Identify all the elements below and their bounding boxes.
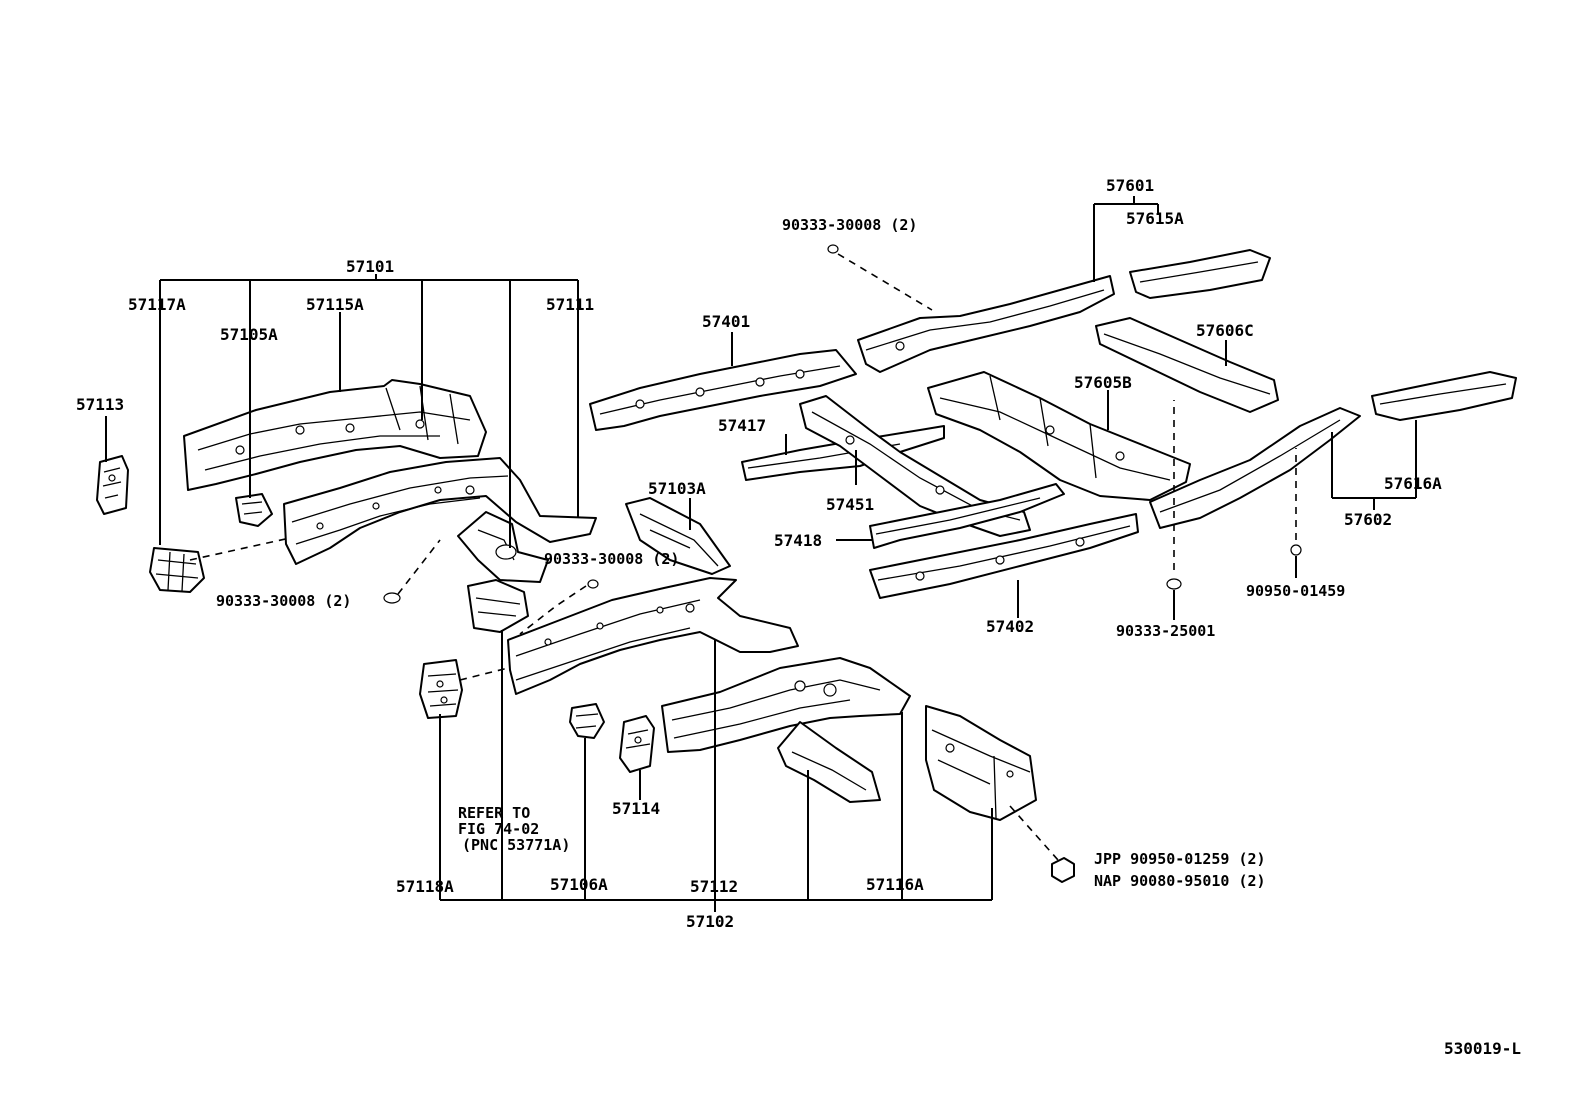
part-suspension-bracket-drawing bbox=[457, 511, 549, 583]
label-57113[interactable]: 57113 bbox=[76, 395, 124, 414]
part-nut-drawing bbox=[1051, 857, 1075, 883]
label-57106A[interactable]: 57106A bbox=[550, 875, 608, 894]
label-nap[interactable]: NAP 90080-95010 (2) bbox=[1094, 872, 1266, 890]
part-57418-drawing bbox=[869, 483, 1065, 549]
label-jpp[interactable]: JPP 90950-01259 (2) bbox=[1094, 850, 1266, 868]
part-57606C-drawing bbox=[1095, 317, 1279, 413]
part-gusset-drawing bbox=[467, 579, 529, 633]
label-57451[interactable]: 57451 bbox=[826, 495, 874, 514]
label-57601[interactable]: 57601 bbox=[1106, 176, 1154, 195]
label-plug-rear[interactable]: 90333-25001 bbox=[1116, 622, 1215, 640]
label-57103A[interactable]: 57103A bbox=[648, 479, 706, 498]
part-57111-drawing bbox=[283, 457, 597, 565]
part-57114-drawing bbox=[619, 715, 655, 773]
refer-line3: (PNC 53771A) bbox=[462, 836, 570, 854]
label-plug-left[interactable]: 90333-30008 (2) bbox=[216, 592, 351, 610]
part-57103A-drawing bbox=[625, 497, 731, 575]
part-labels: 57101 57117A 57115A 57111 57105A 57113 5… bbox=[76, 176, 1442, 931]
label-plug-mid[interactable]: 90333-30008 (2) bbox=[544, 550, 679, 568]
label-57615A[interactable]: 57615A bbox=[1126, 209, 1184, 228]
fastener-labels: 90333-30008 (2) 90333-30008 (2) 90333-30… bbox=[216, 216, 1345, 890]
part-57113-drawing bbox=[96, 455, 129, 515]
part-57402-drawing bbox=[869, 513, 1139, 599]
label-57114[interactable]: 57114 bbox=[612, 799, 660, 818]
label-57101[interactable]: 57101 bbox=[346, 257, 394, 276]
label-57115A[interactable]: 57115A bbox=[306, 295, 364, 314]
refer-line2: FIG 74-02 bbox=[458, 820, 539, 838]
label-57105A[interactable]: 57105A bbox=[220, 325, 278, 344]
label-57112[interactable]: 57112 bbox=[690, 877, 738, 896]
label-57605B[interactable]: 57605B bbox=[1074, 373, 1132, 392]
part-drawings bbox=[96, 244, 1517, 883]
label-57402[interactable]: 57402 bbox=[986, 617, 1034, 636]
part-57106A-drawing bbox=[569, 703, 605, 739]
label-57111[interactable]: 57111 bbox=[546, 295, 594, 314]
part-57116A-drawing bbox=[661, 657, 911, 753]
grommet-drawings bbox=[383, 244, 1302, 604]
label-57602[interactable]: 57602 bbox=[1344, 510, 1392, 529]
part-57118A-drawing bbox=[419, 659, 463, 719]
label-57401[interactable]: 57401 bbox=[702, 312, 750, 331]
dashed-leaders bbox=[189, 253, 1297, 861]
label-plug-top[interactable]: 90333-30008 (2) bbox=[782, 216, 917, 234]
part-57605B-drawing bbox=[927, 371, 1191, 501]
part-57105A-drawing bbox=[235, 493, 273, 527]
figure-code: 530019-L bbox=[1444, 1039, 1521, 1058]
part-dash-bracket-drawing bbox=[925, 705, 1037, 821]
part-57616A-drawing bbox=[1371, 371, 1517, 421]
part-57601-drawing bbox=[857, 275, 1115, 373]
label-57616A[interactable]: 57616A bbox=[1384, 474, 1442, 493]
refer-note: REFER TO FIG 74-02 (PNC 53771A) bbox=[458, 804, 570, 854]
part-57602-drawing bbox=[1149, 407, 1361, 529]
refer-line1: REFER TO bbox=[458, 804, 530, 822]
part-57615A-drawing bbox=[1129, 249, 1271, 299]
label-57116A[interactable]: 57116A bbox=[866, 875, 924, 894]
part-shield-drawing bbox=[777, 721, 881, 803]
label-57606C[interactable]: 57606C bbox=[1196, 321, 1254, 340]
label-57418[interactable]: 57418 bbox=[774, 531, 822, 550]
label-clip-rear[interactable]: 90950-01459 bbox=[1246, 582, 1345, 600]
leader-lines bbox=[105, 196, 1417, 912]
label-57117A[interactable]: 57117A bbox=[128, 295, 186, 314]
label-57102[interactable]: 57102 bbox=[686, 912, 734, 931]
part-57112-drawing bbox=[507, 577, 799, 695]
part-57401-drawing bbox=[589, 349, 857, 431]
label-57118A[interactable]: 57118A bbox=[396, 877, 454, 896]
part-57117A-drawing bbox=[149, 547, 205, 593]
label-57417[interactable]: 57417 bbox=[718, 416, 766, 435]
